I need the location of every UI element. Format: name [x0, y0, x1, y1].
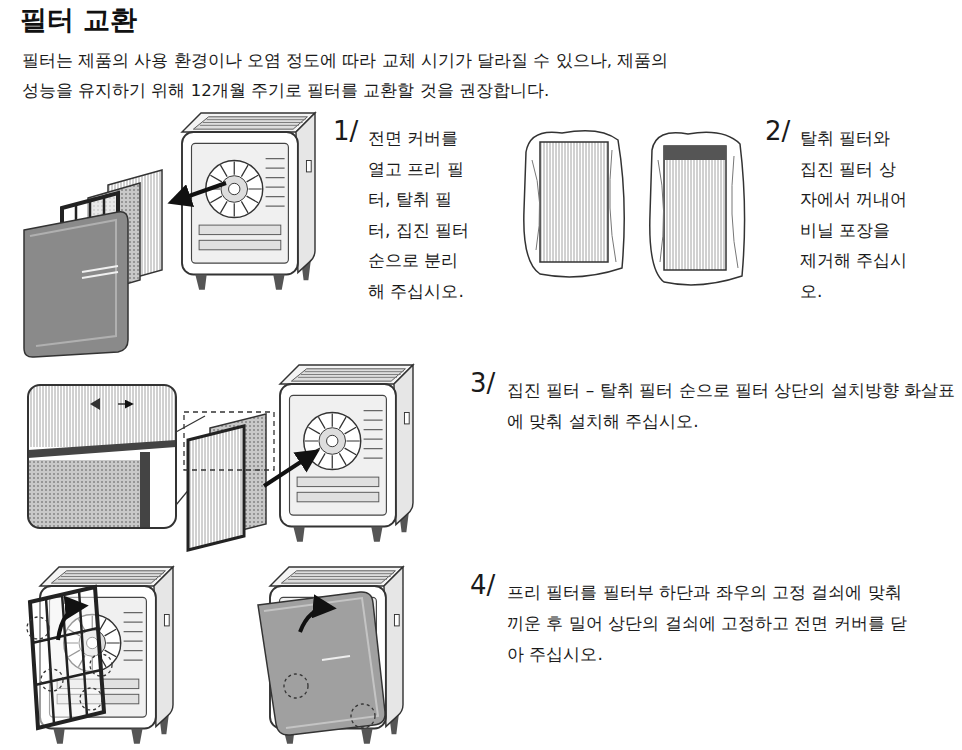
- step-text: 집진 필터 – 탈취 필터 순으로 필터 상단의 설치방향 화살표에 맞춰 설치…: [507, 375, 957, 437]
- step2-illustration-part: [650, 132, 745, 285]
- step2-illustration-part: [540, 142, 608, 262]
- step3-illustration-part: [184, 412, 274, 470]
- step2-illustration: [524, 131, 745, 285]
- step3-illustration-part: [176, 416, 205, 432]
- step4-illustration-part: [32, 590, 101, 724]
- step1-illustration-part: [172, 183, 226, 202]
- step2-illustration-part: [664, 146, 726, 160]
- step3-illustration-part-part: [28, 440, 176, 458]
- step3-illustration-part-part: [28, 385, 176, 447]
- step3-illustration-part: [280, 365, 413, 542]
- step-text: 탈취 필터와 집진 필터 상자에서 꺼내어 비닐 포장을 제거해 주십시오.: [800, 123, 912, 306]
- step4-illustration-part: [80, 688, 102, 710]
- step1-illustration-part: [82, 266, 118, 278]
- step3-illustration-part-part: [28, 460, 140, 528]
- step4-illustration-part: [58, 606, 84, 640]
- step4-illustration-part: [351, 704, 375, 728]
- step-number: 3/: [470, 368, 495, 398]
- step4-illustration-part: [41, 669, 63, 691]
- step4-illustration-part: [322, 656, 350, 660]
- step2-illustration-part: [658, 156, 738, 268]
- step3-illustration-part-part: [90, 398, 100, 410]
- step3-illustration-part: [188, 426, 244, 550]
- step1-illustration-part: [30, 220, 116, 346]
- step2-illustration-part: [664, 146, 726, 270]
- step4-illustration-part: [27, 617, 49, 639]
- step2-illustration-part: [532, 150, 616, 262]
- step1-illustration-part: [24, 212, 128, 357]
- step3-illustration-part-part: [140, 452, 150, 528]
- step1-illustration: [24, 113, 315, 357]
- step3-illustration-part: [28, 385, 176, 528]
- step1-illustration-part: [182, 113, 315, 290]
- step-number: 1/: [333, 116, 358, 146]
- step-text: 프리 필터를 필터부 하단과 좌우의 고정 걸쇠에 맞춰 끼운 후 밀어 상단의…: [507, 577, 912, 670]
- step4-illustration-part: [90, 654, 112, 676]
- step4-illustration-part: [264, 598, 378, 728]
- step4-illustration-part: [284, 674, 308, 698]
- step3-illustration-part: [28, 385, 176, 528]
- intro-text: 필터는 제품의 사용 환경이나 오염 정도에 따라 교체 시기가 달라질 수 있…: [22, 46, 682, 106]
- step4-illustration-part: [300, 608, 332, 632]
- step3-illustration: [28, 365, 413, 550]
- step3-illustration-part-part: [118, 403, 132, 405]
- step2-illustration-part: [524, 131, 624, 277]
- step3-illustration-part: [264, 452, 316, 486]
- step4-illustration: [27, 567, 403, 744]
- step-text: 전면 커버를 열고 프리 필터, 탈취 필터, 집진 필터 순으로 분리해 주십…: [368, 123, 470, 306]
- step4-illustration-part: [258, 592, 385, 735]
- page-title: 필터 교환: [20, 2, 137, 38]
- step-number: 4/: [470, 570, 495, 600]
- step-number: 2/: [765, 116, 790, 146]
